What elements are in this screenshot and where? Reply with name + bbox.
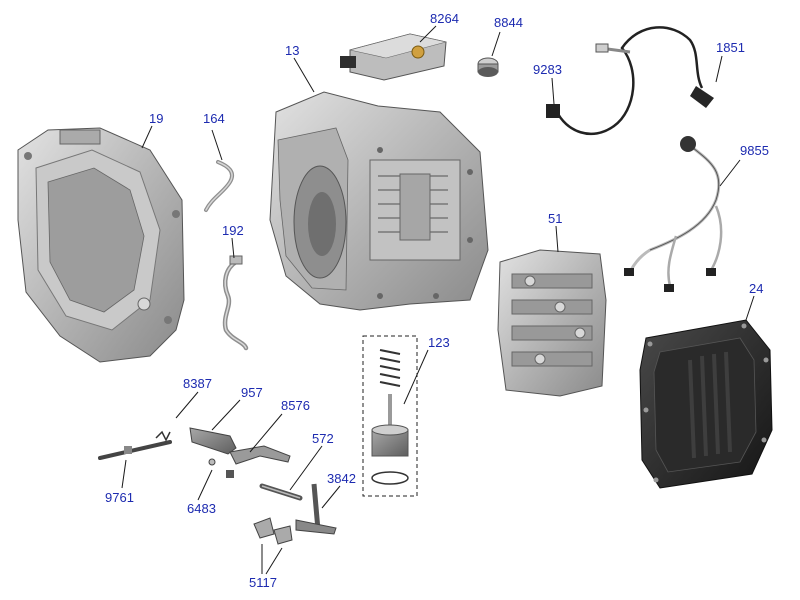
callout-8264: 8264 [430,11,459,26]
callout-51: 51 [548,211,563,226]
callout-3842: 3842 [327,471,356,486]
callout-123: 123 [428,335,450,350]
callout-9855: 9855 [740,143,769,158]
callout-9283: 9283 [533,62,562,77]
part-6483-clip [208,458,234,478]
leader-lines [121,25,755,575]
callout-5117: 5117 [249,575,277,590]
part-24-oil-pan [639,319,773,489]
part-9855-wiring-harness [624,136,723,292]
part-8387-spring [155,430,171,442]
part-51-valve-body [497,249,607,397]
callout-9761: 9761 [105,490,134,505]
callout-19: 19 [149,111,164,126]
part-9283-1851-sensor-harness [546,26,714,136]
callout-192: 192 [222,223,244,238]
part-192-tube [222,255,249,351]
part-3842-shaft [295,483,337,535]
part-8844-plug [477,57,499,77]
callout-8576: 8576 [281,398,310,413]
callout-1851: 1851 [716,40,745,55]
callout-957: 957 [241,385,263,400]
part-9761-shaft [98,440,172,460]
part-5117-brackets [253,517,293,545]
part-572-rod [259,483,303,501]
part-8264-control-module [340,33,447,81]
callout-8387: 8387 [183,376,212,391]
callout-8844: 8844 [494,15,523,30]
callout-6483: 6483 [187,501,216,516]
callout-24: 24 [749,281,764,296]
callout-13: 13 [285,43,300,58]
callout-164: 164 [203,111,225,126]
part-123-accumulator [362,335,418,497]
callout-572: 572 [312,431,334,446]
part-164-tube [204,160,235,212]
part-957-lever [189,427,237,455]
part-13-transmission-case [269,91,489,311]
part-8576-lever [229,445,291,465]
part-19-bell-housing [17,127,185,363]
